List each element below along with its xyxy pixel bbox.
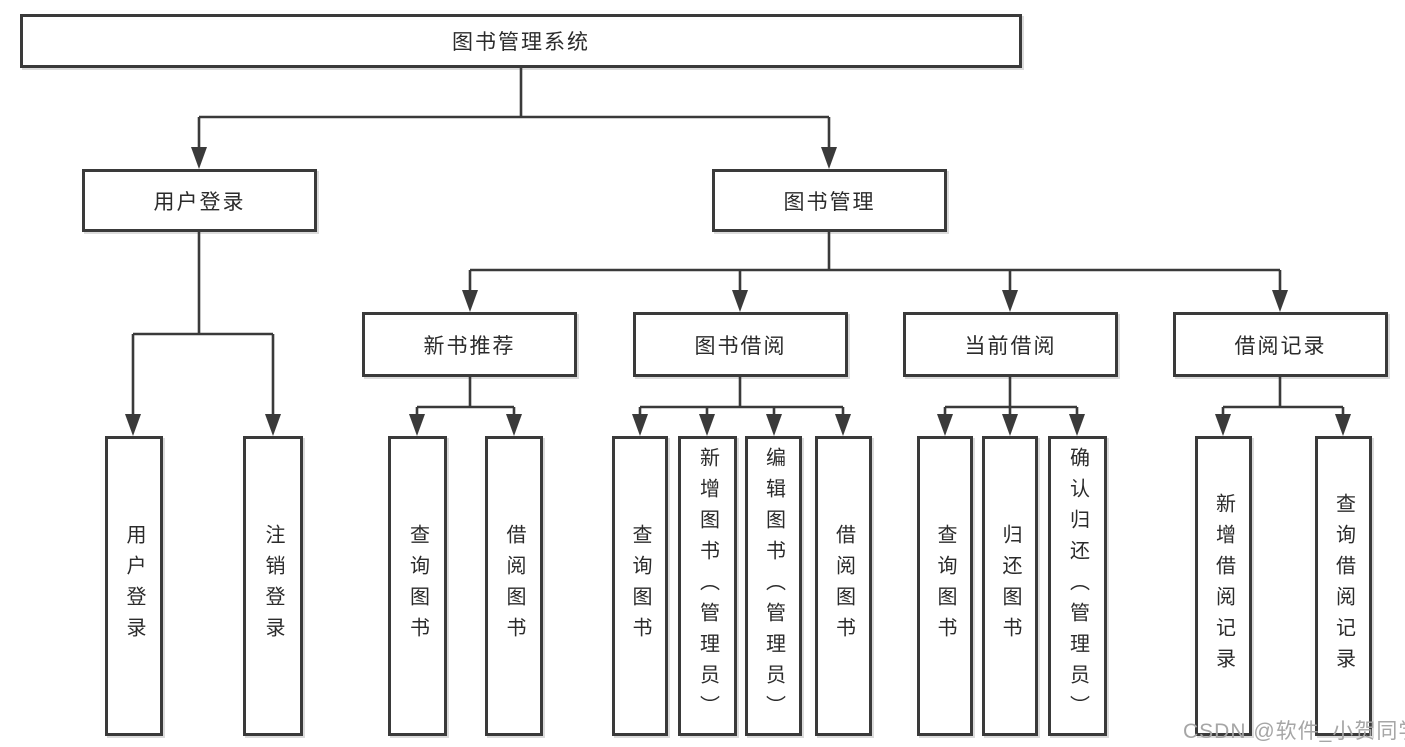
leaf-confirm-return-admin: 确认归还（管理员）	[1048, 436, 1107, 736]
node-current-borrowing: 当前借阅	[903, 312, 1118, 377]
leaf-add-books-admin: 新增图书（管理员）	[678, 436, 737, 736]
leaf-query-books-borrowing: 查询图书	[612, 436, 668, 736]
node-new-book-recommend: 新书推荐	[362, 312, 577, 377]
leaf-borrow-books-recommend: 借阅图书	[485, 436, 543, 736]
node-library-management-system: 图书管理系统	[20, 14, 1022, 68]
node-borrowing-records: 借阅记录	[1173, 312, 1388, 377]
leaf-logout: 注销登录	[243, 436, 303, 736]
node-user-login: 用户登录	[82, 169, 317, 232]
leaf-query-books-recommend: 查询图书	[388, 436, 447, 736]
leaf-edit-books-admin: 编辑图书（管理员）	[745, 436, 802, 736]
leaf-user-login: 用户登录	[105, 436, 163, 736]
node-book-management: 图书管理	[712, 169, 947, 232]
leaf-borrow-books: 借阅图书	[815, 436, 872, 736]
leaf-query-borrow-record: 查询借阅记录	[1315, 436, 1372, 736]
leaf-return-books: 归还图书	[982, 436, 1038, 736]
csdn-watermark: CSDN @软件_小贺同学	[1183, 720, 1405, 743]
leaf-add-borrow-record: 新增借阅记录	[1195, 436, 1252, 736]
leaf-query-books-current: 查询图书	[917, 436, 973, 736]
node-book-borrowing: 图书借阅	[633, 312, 848, 377]
